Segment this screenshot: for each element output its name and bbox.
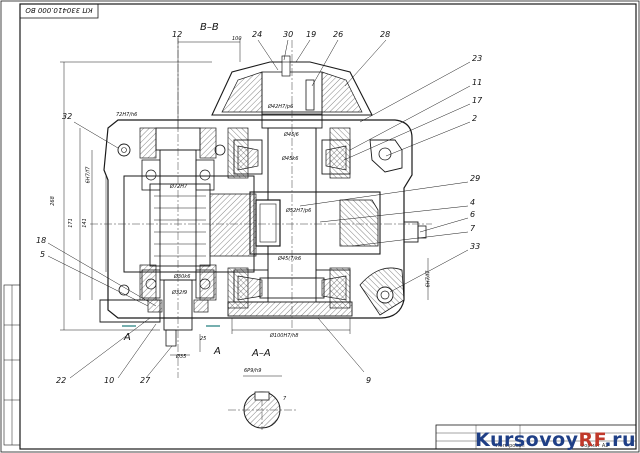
dim-6h7-left: 6Н7/f7	[85, 166, 92, 184]
part-label-23: 23	[472, 54, 483, 63]
view-mark-a-left: А	[124, 332, 131, 343]
dim-268: 268	[49, 196, 56, 206]
side-plug	[403, 221, 427, 243]
dim-6p9: 6Р9/h9	[244, 368, 262, 374]
part-label-32: 32	[62, 112, 73, 121]
part-label-19: 19	[306, 30, 317, 39]
part-label-29: 29	[470, 174, 481, 183]
dimension-lines	[60, 38, 429, 377]
doc-number-box	[19, 3, 99, 19]
upper-bearings	[233, 139, 351, 175]
part-label-4: 4	[470, 198, 476, 207]
dim-100: 100	[232, 36, 242, 42]
watermark-logo: KursovoyRF.ru	[475, 429, 636, 451]
part-label-28: 28	[380, 30, 391, 39]
leader-lines	[47, 38, 471, 379]
part-label-27: 27	[140, 376, 151, 385]
bottom-cover	[227, 301, 353, 317]
part-label-7: 7	[470, 224, 476, 233]
dim-7: 7	[283, 396, 287, 402]
dim-171: 171	[67, 218, 74, 228]
part-label-18: 18	[36, 236, 47, 245]
section-label-aa: А–А	[252, 348, 271, 359]
dim-6h7-right: 6Н7/f7	[425, 270, 432, 288]
worm-wheel	[249, 191, 381, 255]
dim-d100-bottom: Ø100Н7/h8	[270, 333, 299, 339]
part-label-30: 30	[283, 30, 294, 39]
view-mark-a-right: А	[214, 346, 221, 357]
dim-d45j: Ø45j6	[284, 132, 299, 138]
title-block-copied: Копировал	[496, 443, 525, 449]
title-block	[435, 424, 637, 450]
inner-frame	[19, 3, 637, 450]
part-label-10: 10	[104, 376, 115, 385]
part-label-5: 5	[40, 250, 46, 259]
part-label-24: 24	[252, 30, 263, 39]
dim-d45-shaft: Ø45(7/k6	[278, 256, 302, 262]
watermark-main: Kursovoy	[475, 429, 579, 451]
part-label-12: 12	[172, 30, 183, 39]
dim-d30: Ø30k6	[174, 274, 191, 280]
watermark-accent: RF	[578, 429, 605, 451]
part-label-9: 9	[366, 376, 372, 385]
dim-d52: Ø52Н7/р6	[286, 208, 312, 214]
title-block-format: Формат А2	[580, 443, 609, 449]
part-label-26: 26	[333, 30, 344, 39]
doc-number: КП 330410.000 ВО	[25, 6, 93, 14]
key-section	[243, 391, 281, 429]
dim-d45k6: Ø45k6	[282, 156, 299, 162]
dim-25: 25	[200, 336, 207, 342]
part-label-22: 22	[56, 376, 67, 385]
lower-bearings	[233, 269, 351, 303]
dim-d42: Ø42Н7/р6	[268, 104, 294, 110]
dim-d32: Ø32f9	[172, 290, 188, 296]
watermark-tld: .ru	[604, 429, 636, 451]
part-label-33: 33	[470, 242, 481, 251]
dim-d72h7: Ø72Н7	[170, 184, 188, 190]
dim-141: 141	[81, 218, 88, 228]
part-label-17: 17	[472, 96, 483, 105]
section-label-bb: B–B	[200, 22, 219, 33]
dim-72h7-top: 72Н7/h6	[116, 112, 138, 118]
dim-d35: Ø35	[176, 354, 187, 360]
part-label-11: 11	[472, 78, 483, 87]
part-label-2: 2	[472, 114, 478, 123]
part-label-6: 6	[470, 210, 476, 219]
